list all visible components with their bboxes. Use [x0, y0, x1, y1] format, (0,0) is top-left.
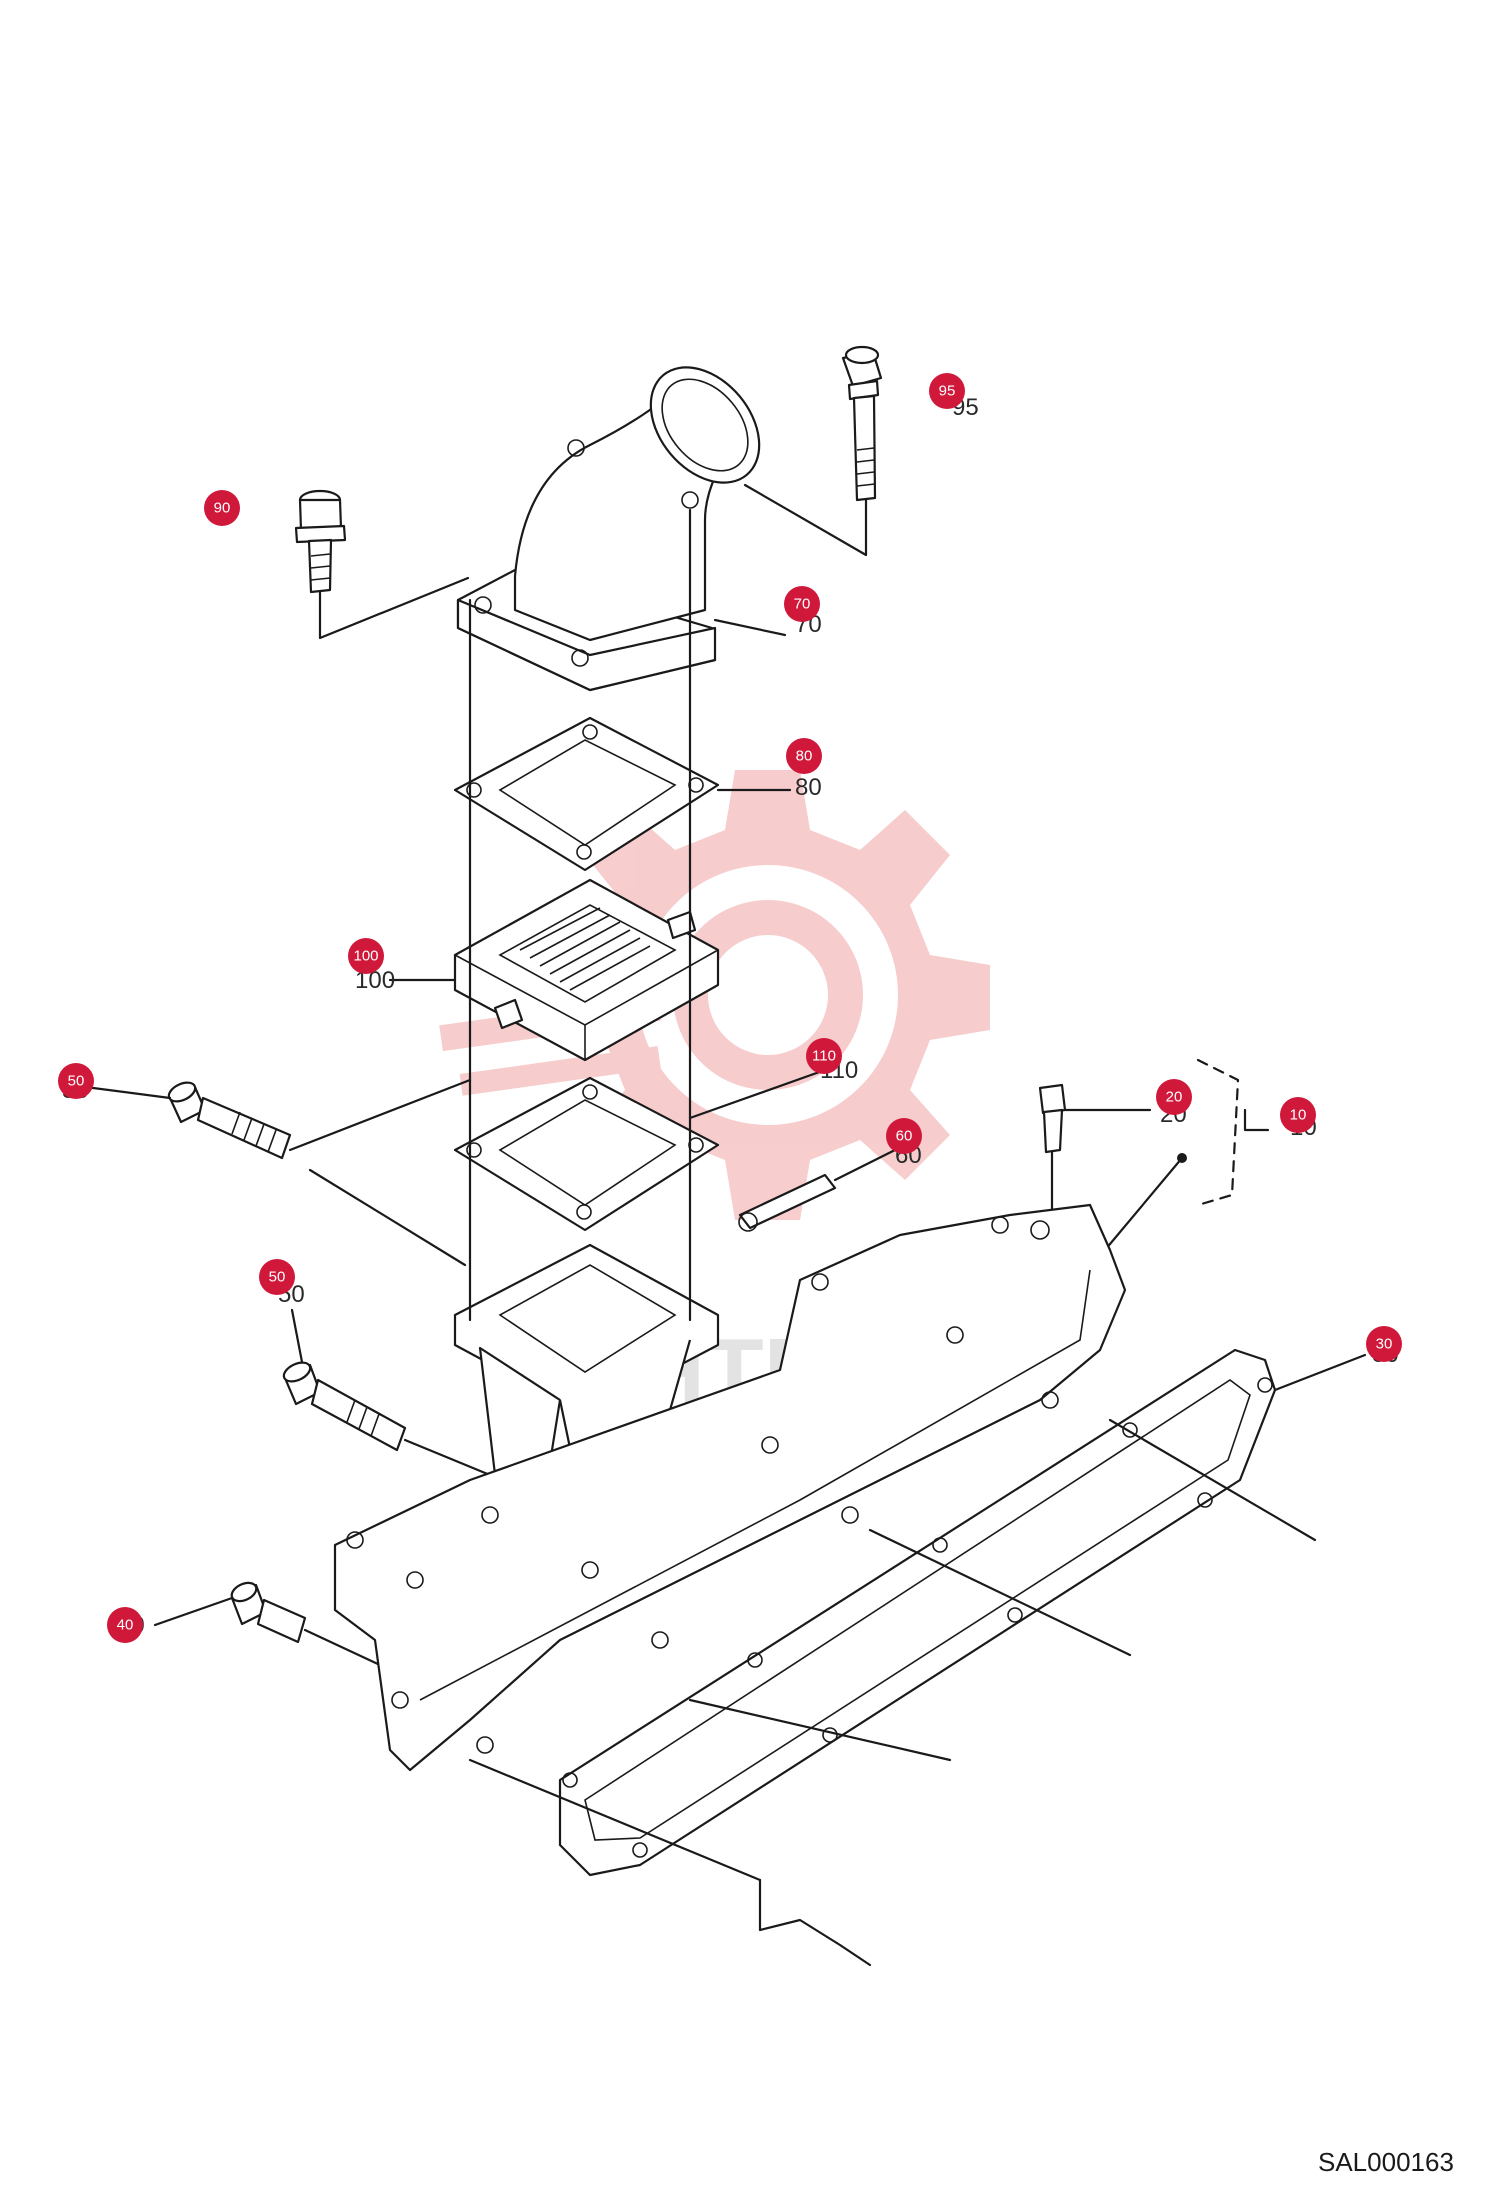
callout-badge-60[interactable]: 60	[886, 1118, 922, 1154]
callout-badge-70[interactable]: 70	[784, 586, 820, 622]
leader-lines	[468, 508, 1317, 1967]
manifold-gasket-30	[558, 1348, 1367, 1877]
printed-number-80: 80	[795, 774, 822, 801]
sensor-20	[1038, 1083, 1152, 1222]
document-code: SAL000163	[1318, 2147, 1454, 2177]
svg-text:10: 10	[1290, 1107, 1307, 1124]
svg-text:110: 110	[812, 1048, 836, 1065]
callout-badge-90[interactable]: 90	[204, 490, 240, 526]
callout-badge-10[interactable]: 10	[1280, 1097, 1316, 1133]
bolt-50-upper	[68, 1078, 472, 1267]
callout-badge-40[interactable]: 40	[107, 1607, 143, 1643]
bolt-50-lower	[282, 1308, 492, 1477]
callout-badge-100[interactable]: 100	[348, 938, 384, 974]
callout-badge-110[interactable]: 110	[806, 1038, 842, 1074]
callout-badge-20[interactable]: 20	[1156, 1079, 1192, 1115]
callout-badge-80[interactable]: 80	[786, 738, 822, 774]
svg-text:80: 80	[796, 748, 813, 765]
bolt-95	[743, 345, 883, 557]
svg-text:90: 90	[214, 500, 231, 517]
svg-text:50: 50	[68, 1073, 85, 1090]
gasket-110	[453, 1068, 827, 1232]
svg-text:50: 50	[269, 1269, 286, 1286]
gasket-80	[453, 716, 792, 872]
svg-text:60: 60	[896, 1128, 913, 1145]
svg-text:70: 70	[794, 596, 811, 613]
svg-text:40: 40	[117, 1617, 134, 1634]
callout-badge-50-lower[interactable]: 50	[259, 1259, 295, 1295]
callout-badge-30[interactable]: 30	[1366, 1326, 1402, 1362]
bolt-40	[153, 1581, 382, 1667]
callout-badge-50-upper[interactable]: 50	[58, 1063, 94, 1099]
assembly-bracket-10	[1103, 1058, 1270, 1252]
intake-manifold	[333, 1203, 1127, 1772]
svg-text:20: 20	[1166, 1089, 1183, 1106]
elbow-housing-70	[456, 366, 787, 692]
bolt-90	[294, 489, 470, 640]
svg-text:30: 30	[1376, 1336, 1393, 1353]
intake-heater-100	[388, 878, 720, 1062]
callout-badge-95[interactable]: 95	[929, 373, 965, 409]
svg-text:100: 100	[353, 948, 378, 965]
svg-text:95: 95	[939, 383, 956, 400]
plate-60	[738, 1148, 897, 1232]
